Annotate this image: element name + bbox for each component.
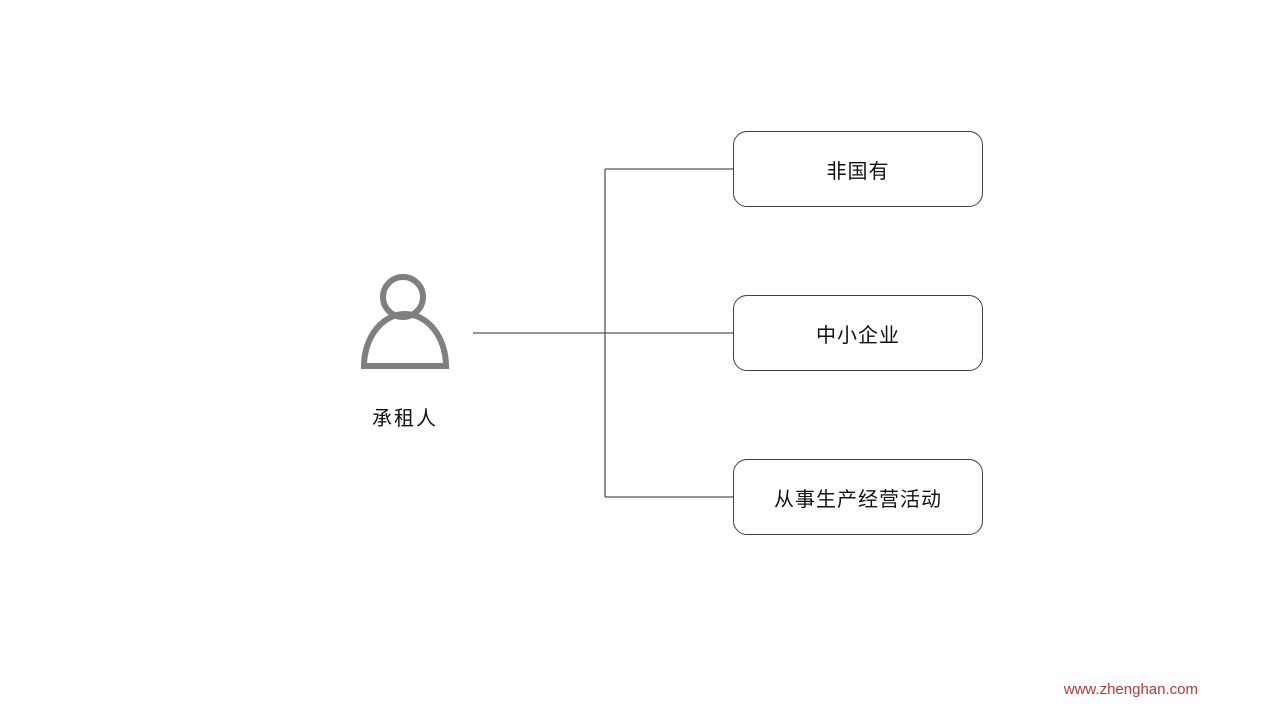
elbow-connectors	[473, 168, 733, 498]
node-label: 中小企业	[816, 324, 900, 347]
node-label: 从事生产经营活动	[774, 488, 942, 511]
watermark-text: www.zhenghan.com	[1063, 681, 1198, 698]
node-box-sme: 中小企业	[733, 295, 983, 371]
node-box-production-activities: 从事生产经营活动	[733, 459, 983, 535]
person-head	[380, 274, 426, 320]
person-icon	[360, 274, 450, 369]
root-label: 承租人	[372, 408, 438, 430]
node-label: 非国有	[826, 160, 890, 183]
node-box-non-state-owned: 非国有	[733, 131, 983, 207]
person-body	[360, 311, 450, 369]
